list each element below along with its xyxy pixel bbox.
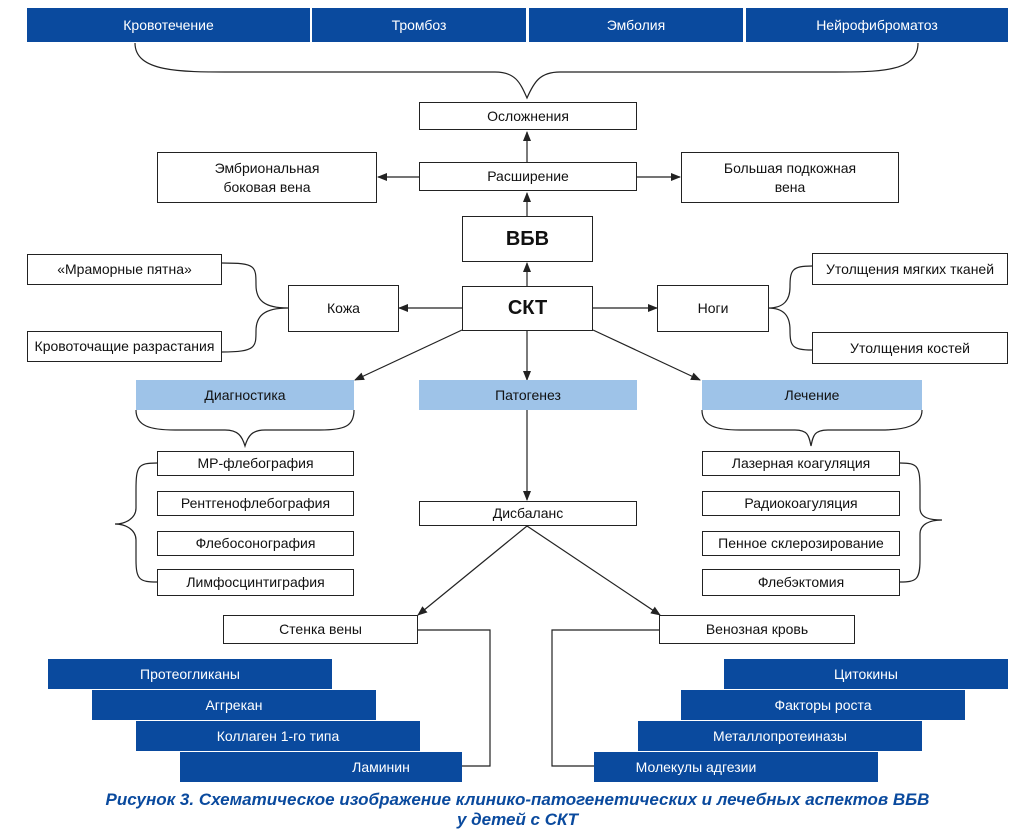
legs-item-bone: Утолщения костей [812, 332, 1008, 364]
imbalance-box: Дисбаланс [419, 501, 637, 526]
treatment-brace [701, 409, 923, 447]
blood-item-adhesion: Молекулы адгезии [594, 752, 878, 782]
legs-item-soft-tissue: Утолщения мягких тканей [812, 253, 1008, 285]
skin-box: Кожа [288, 285, 399, 332]
treatment-item-radio: Радиокоагуляция [702, 491, 900, 516]
complications-box: Осложнения [419, 102, 637, 130]
wall-item-proteoglycans: Протеогликаны [48, 659, 332, 689]
skin-item-marble-spots: «Мраморные пятна» [27, 254, 222, 285]
diagnostics-item-xray: Рентгенофлебография [157, 491, 354, 516]
skt-box: СКТ [462, 286, 593, 331]
complication-embolism: Эмболия [529, 8, 743, 42]
complications-brace [134, 42, 919, 100]
wall-item-aggrecan: Аггрекан [92, 690, 376, 720]
arrow-skt-to-diagnostics [354, 329, 463, 381]
diagnostics-header: Диагностика [136, 380, 354, 410]
arrow-imbalance-to-blood [526, 525, 661, 616]
vein-wall-box: Стенка вены [223, 615, 418, 644]
complication-bleeding: Кровотечение [27, 8, 310, 42]
pathogenesis-header: Патогенез [419, 380, 637, 410]
treatment-item-phlebectomy: Флебэктомия [702, 569, 900, 596]
treatment-list-brace [899, 462, 943, 583]
diagnostics-item-mr: МР-флебография [157, 451, 354, 476]
embryonic-vein-box: Эмбриональная боковая вена [157, 152, 377, 203]
skin-bracket [221, 262, 289, 353]
great-saphenous-box: Большая подкожная вена [681, 152, 899, 203]
venous-blood-box: Венозная кровь [659, 615, 855, 644]
vbv-box: ВБВ [462, 216, 593, 262]
legs-bracket [767, 265, 813, 351]
blood-item-cytokines: Цитокины [724, 659, 1008, 689]
treatment-header: Лечение [702, 380, 922, 410]
diagnostics-brace [135, 409, 355, 449]
blood-connector [551, 629, 659, 767]
skin-item-bleeding-growths: Кровоточащие разрастания [27, 331, 222, 362]
figure-caption-line2: у детей с СКТ [456, 810, 579, 829]
treatment-item-foam: Пенное склерозирование [702, 531, 900, 556]
arrow-imbalance-to-wall [417, 525, 528, 616]
figure-caption-line1: Рисунок 3. Схематическое изображение кли… [105, 790, 930, 809]
legs-box: Ноги [657, 285, 769, 332]
diagnostics-list-brace [114, 462, 158, 583]
complication-thrombosis: Тромбоз [312, 8, 526, 42]
diagnostics-item-sono: Флебосонография [157, 531, 354, 556]
blood-item-growth-factors: Факторы роста [681, 690, 965, 720]
treatment-item-laser: Лазерная коагуляция [702, 451, 900, 476]
wall-item-laminin: Ламинин [180, 752, 462, 782]
wall-connector [418, 629, 491, 767]
arrow-skt-to-treatment [592, 329, 701, 381]
expansion-box: Расширение [419, 162, 637, 191]
diagnostics-item-lympho: Лимфосцинтиграфия [157, 569, 354, 596]
complication-neurofibromatosis: Нейрофиброматоз [746, 8, 1008, 42]
blood-item-metalloproteinases: Металлопротеиназы [638, 721, 922, 751]
wall-item-collagen: Коллаген 1-го типа [136, 721, 420, 751]
